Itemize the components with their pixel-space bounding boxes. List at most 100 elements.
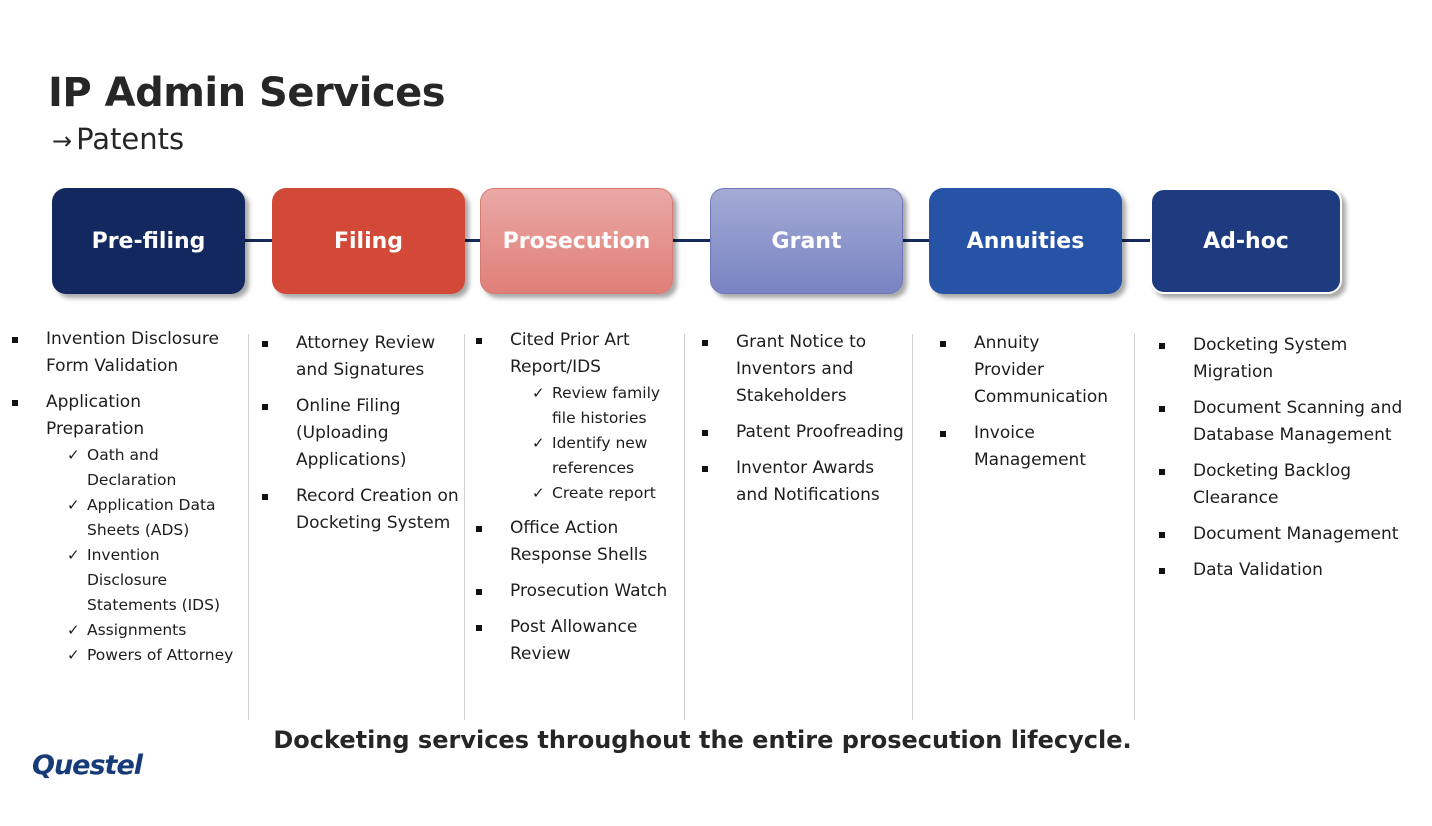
checkmark-icon: ✓ xyxy=(67,493,80,518)
sub-list-item: ✓ Invention Disclosure Statements (IDS) xyxy=(67,543,242,618)
page-title: IP Admin Services xyxy=(48,70,445,116)
list-item: Patent Proofreading xyxy=(702,419,907,446)
checkmark-icon: ✓ xyxy=(67,543,80,568)
subtitle-text: Patents xyxy=(76,122,184,156)
list-item-text: Invoice Management xyxy=(974,423,1086,470)
square-bullet-icon xyxy=(940,431,946,437)
sub-list-item-text: Assignments xyxy=(87,621,186,639)
column-divider xyxy=(248,334,249,720)
checkmark-icon: ✓ xyxy=(532,481,545,506)
sub-list-item: ✓ Assignments xyxy=(67,618,242,643)
column-divider xyxy=(464,334,465,720)
column-annuities: Annuity Provider CommunicationInvoice Ma… xyxy=(940,330,1110,483)
stage-filing: Filing xyxy=(272,188,465,294)
service-list: Attorney Review and SignaturesOnline Fil… xyxy=(262,330,462,537)
list-item-text: Document Scanning and Database Managemen… xyxy=(1193,398,1402,445)
column-divider xyxy=(912,334,913,720)
service-list: Invention Disclosure Form ValidationAppl… xyxy=(12,326,242,668)
service-list: Annuity Provider CommunicationInvoice Ma… xyxy=(940,330,1110,474)
sub-list-item: ✓ Review family file histories xyxy=(532,381,681,431)
square-bullet-icon xyxy=(262,404,268,410)
list-item: Online Filing (Uploading Applications) xyxy=(262,393,462,474)
square-bullet-icon xyxy=(476,589,482,595)
sub-list: ✓ Oath and Declaration ✓ Application Data S… xyxy=(67,443,242,668)
list-item: Prosecution Watch xyxy=(476,578,681,605)
checkmark-icon: ✓ xyxy=(67,443,80,468)
arrow-right-icon: → xyxy=(52,127,72,155)
column-divider xyxy=(1134,334,1135,720)
sub-list-item: ✓ Create report xyxy=(532,481,681,506)
sub-list-item: ✓ Oath and Declaration xyxy=(67,443,242,493)
checkmark-icon: ✓ xyxy=(67,618,80,643)
square-bullet-icon xyxy=(1159,406,1165,412)
list-item: Docketing System Migration xyxy=(1159,332,1429,386)
sub-list-item-text: Application Data Sheets (ADS) xyxy=(87,496,216,539)
list-item-text: Inventor Awards and Notifications xyxy=(736,458,880,505)
column-pre-filing: Invention Disclosure Form ValidationAppl… xyxy=(12,326,242,677)
list-item-text: Prosecution Watch xyxy=(510,581,667,601)
checkmark-icon: ✓ xyxy=(532,431,545,456)
sub-list-item-text: Oath and Declaration xyxy=(87,446,176,489)
list-item: Cited Prior Art Report/IDS ✓ Review family… xyxy=(476,327,681,506)
list-item: Post Allowance Review xyxy=(476,614,681,668)
list-item-text: Invention Disclosure Form Validation xyxy=(46,329,219,376)
page-subtitle: →Patents xyxy=(52,122,184,156)
list-item: Document Management xyxy=(1159,521,1429,548)
list-item: Office Action Response Shells xyxy=(476,515,681,569)
stage-ad-hoc: Ad-hoc xyxy=(1150,188,1342,294)
questel-logo: Questel xyxy=(32,750,142,781)
square-bullet-icon xyxy=(702,466,708,472)
list-item-text: Attorney Review and Signatures xyxy=(296,333,435,380)
square-bullet-icon xyxy=(262,494,268,500)
list-item: Docketing Backlog Clearance xyxy=(1159,458,1429,512)
square-bullet-icon xyxy=(702,430,708,436)
list-item: Data Validation xyxy=(1159,557,1429,584)
list-item-text: Cited Prior Art Report/IDS xyxy=(510,330,630,377)
column-filing: Attorney Review and SignaturesOnline Fil… xyxy=(262,330,462,546)
footer-tagline: Docketing services throughout the entire… xyxy=(0,726,1405,754)
sub-list: ✓ Review family file histories ✓ Identify n… xyxy=(532,381,681,506)
list-item-text: Post Allowance Review xyxy=(510,617,637,664)
checkmark-icon: ✓ xyxy=(532,381,545,406)
stage-pre-filing: Pre-filing xyxy=(52,188,245,294)
square-bullet-icon xyxy=(476,526,482,532)
list-item: Invention Disclosure Form Validation xyxy=(12,326,242,380)
list-item-text: Application Preparation xyxy=(46,392,144,439)
square-bullet-icon xyxy=(702,340,708,346)
square-bullet-icon xyxy=(1159,343,1165,349)
square-bullet-icon xyxy=(1159,568,1165,574)
service-list: Docketing System MigrationDocument Scann… xyxy=(1159,332,1429,584)
square-bullet-icon xyxy=(12,337,18,343)
list-item-text: Docketing Backlog Clearance xyxy=(1193,461,1351,508)
sub-list-item: ✓ Application Data Sheets (ADS) xyxy=(67,493,242,543)
sub-list-item-text: Invention Disclosure Statements (IDS) xyxy=(87,546,220,614)
sub-list-item: ✓Powers of Attorney xyxy=(67,643,242,668)
square-bullet-icon xyxy=(262,341,268,347)
column-grant: Grant Notice to Inventors and Stakeholde… xyxy=(702,329,907,518)
square-bullet-icon xyxy=(476,625,482,631)
list-item: Document Scanning and Database Managemen… xyxy=(1159,395,1429,449)
column-prosecution: Cited Prior Art Report/IDS ✓ Review family… xyxy=(476,327,681,677)
list-item: Inventor Awards and Notifications xyxy=(702,455,907,509)
square-bullet-icon xyxy=(476,338,482,344)
list-item: Application Preparation ✓ Oath and Declara… xyxy=(12,389,242,668)
service-list: Cited Prior Art Report/IDS ✓ Review family… xyxy=(476,327,681,668)
service-list: Grant Notice to Inventors and Stakeholde… xyxy=(702,329,907,509)
list-item-text: Grant Notice to Inventors and Stakeholde… xyxy=(736,332,866,406)
list-item-text: Online Filing (Uploading Applications) xyxy=(296,396,406,470)
list-item: Grant Notice to Inventors and Stakeholde… xyxy=(702,329,907,410)
stage-grant: Grant xyxy=(710,188,903,294)
sub-list-item-text: Identify new references xyxy=(552,434,647,477)
list-item-text: Data Validation xyxy=(1193,560,1323,580)
stage-prosecution: Prosecution xyxy=(480,188,673,294)
sub-list-item: ✓ Identify new references xyxy=(532,431,681,481)
list-item-text: Docketing System Migration xyxy=(1193,335,1347,382)
sub-list-item-text: Create report xyxy=(552,484,656,502)
sub-list-item-text: Review family file histories xyxy=(552,384,660,427)
column-divider xyxy=(684,334,685,720)
square-bullet-icon xyxy=(940,341,946,347)
square-bullet-icon xyxy=(12,400,18,406)
list-item-text: Record Creation on Docketing System xyxy=(296,486,459,533)
square-bullet-icon xyxy=(1159,469,1165,475)
list-item: Record Creation on Docketing System xyxy=(262,483,462,537)
